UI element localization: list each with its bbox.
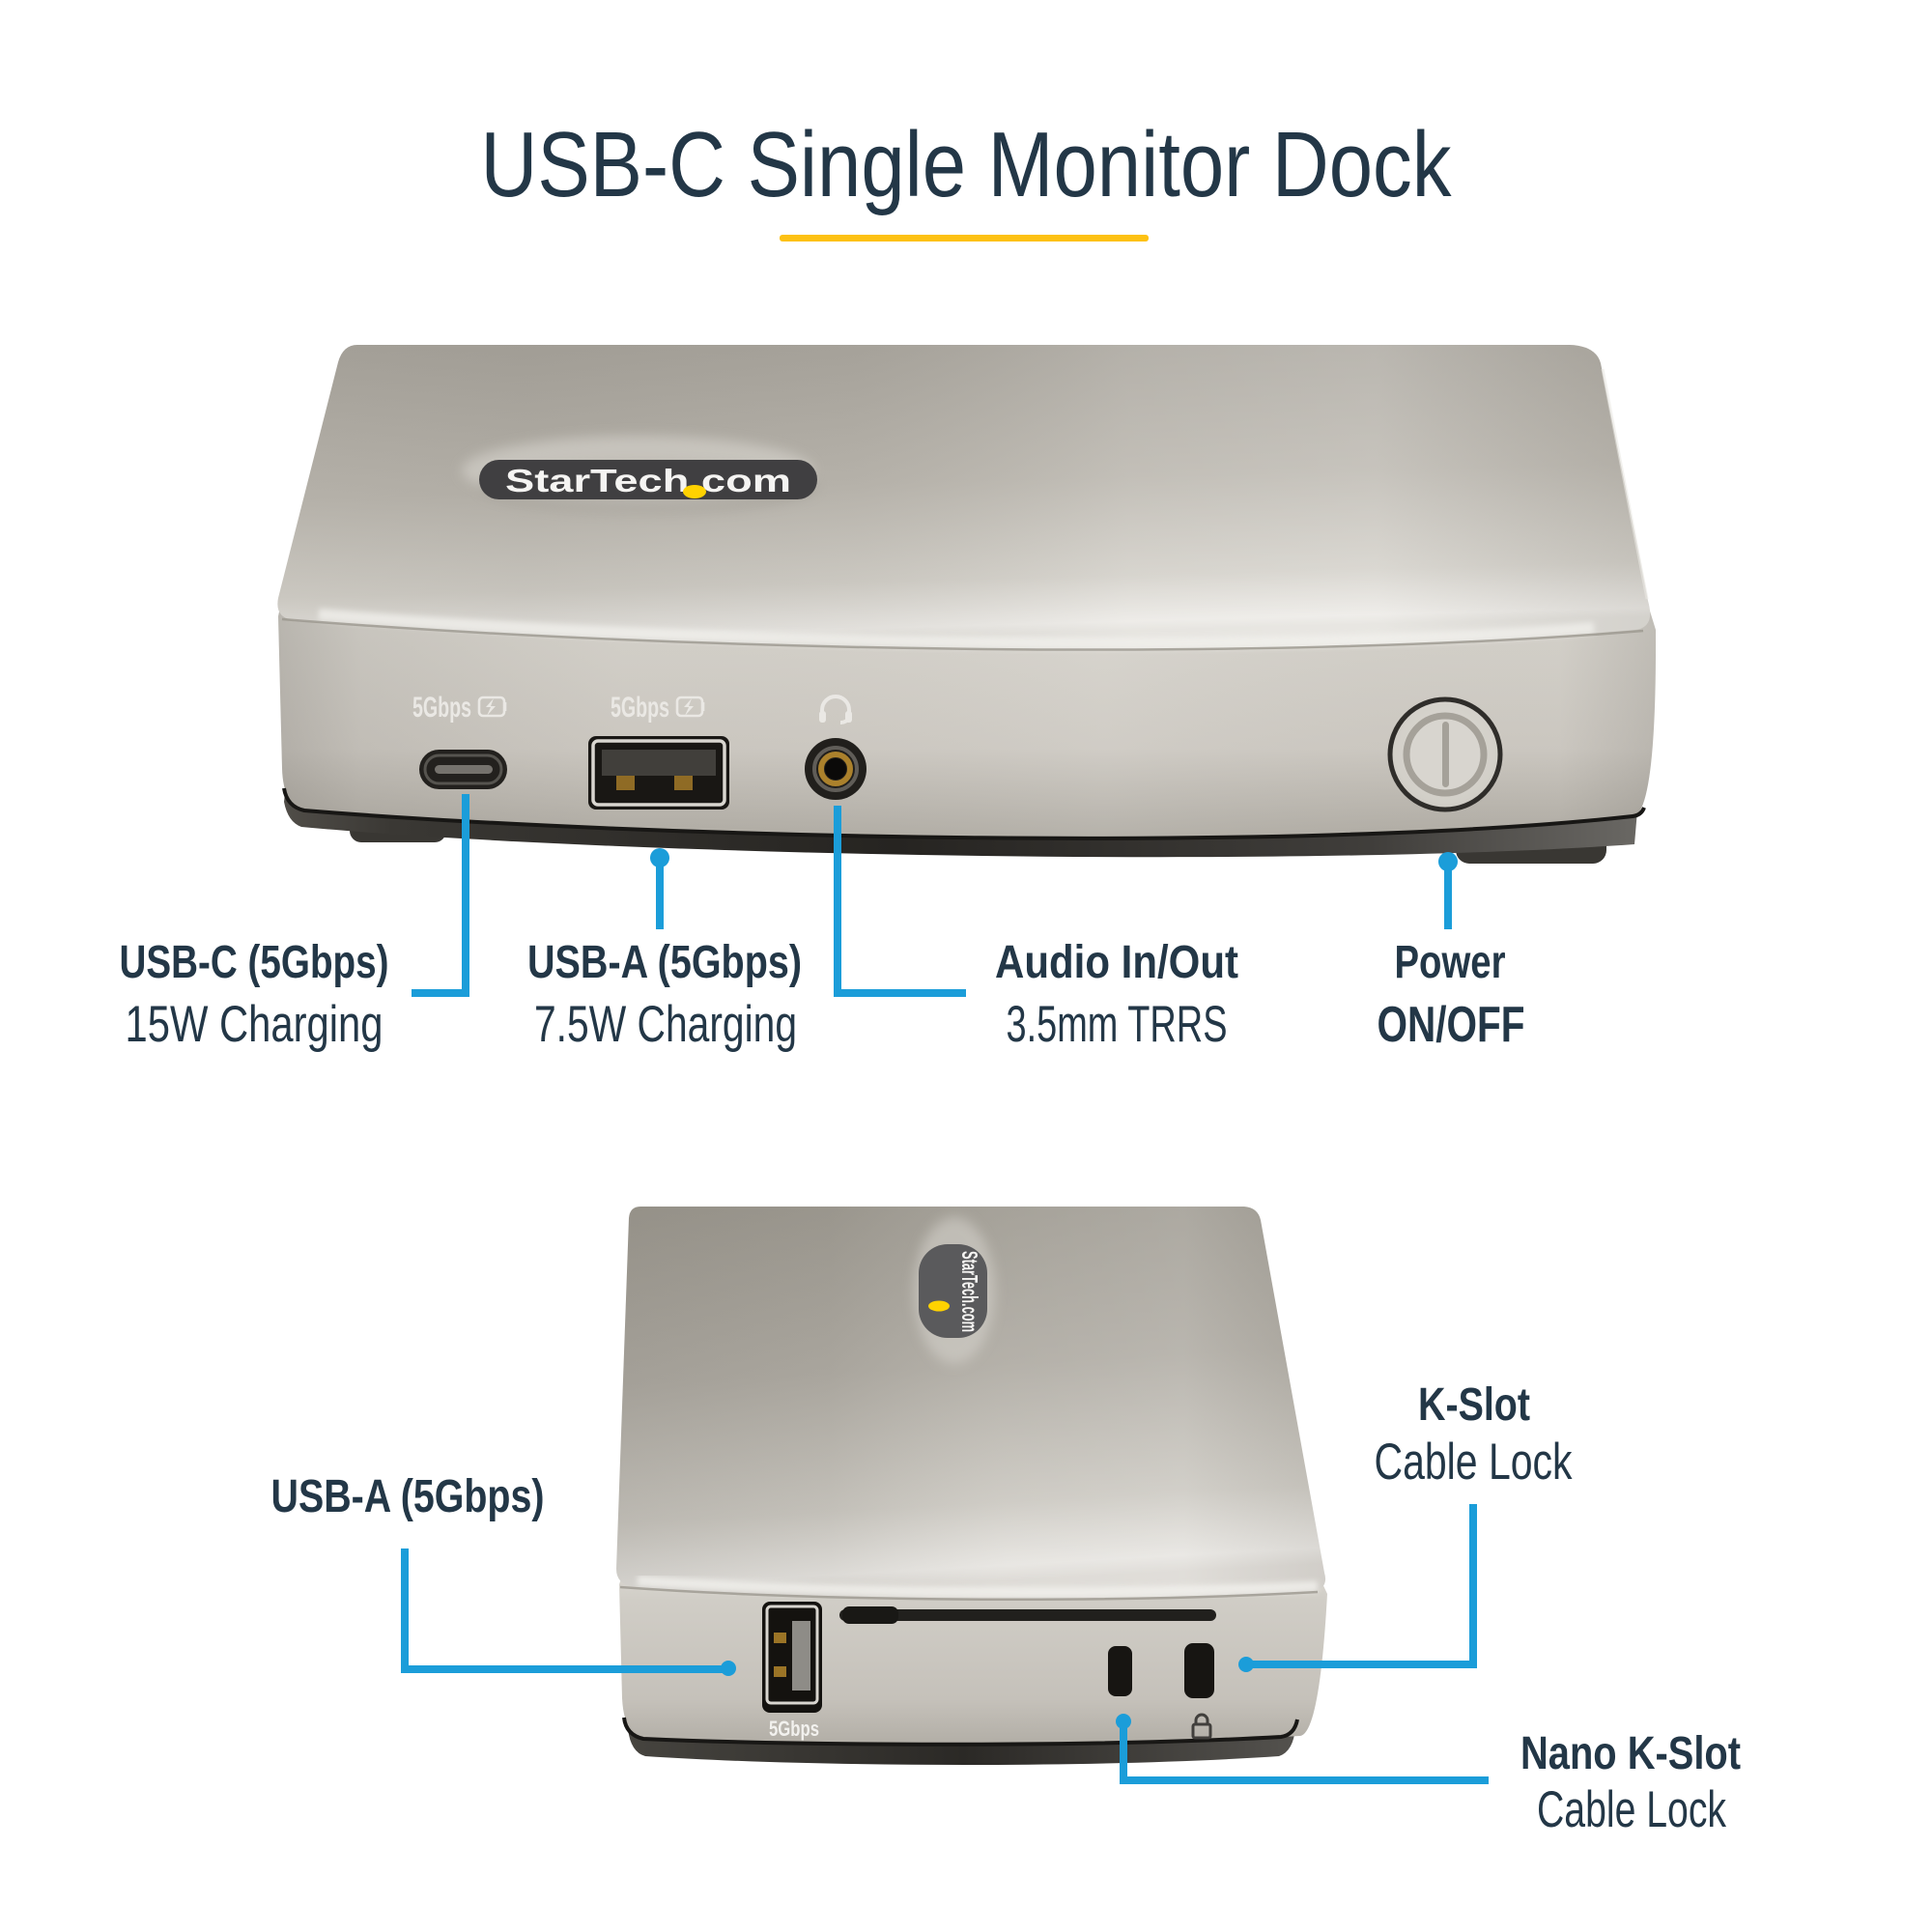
svg-text:Cable Lock: Cable Lock [1375, 1434, 1573, 1491]
svg-text:Nano K-Slot: Nano K-Slot [1520, 1728, 1741, 1779]
svg-text:USB-A (5Gbps): USB-A (5Gbps) [527, 937, 802, 988]
svg-text:5Gbps: 5Gbps [769, 1717, 819, 1741]
svg-text:7.5W Charging: 7.5W Charging [534, 996, 797, 1053]
svg-text:Audio In/Out: Audio In/Out [995, 937, 1238, 988]
svg-text:Power: Power [1395, 937, 1506, 988]
svg-text:USB-C Single Monitor Dock: USB-C Single Monitor Dock [481, 113, 1453, 216]
svg-text:15W Charging: 15W Charging [126, 996, 384, 1053]
svg-text:K-Slot: K-Slot [1418, 1379, 1530, 1431]
svg-text:5Gbps: 5Gbps [412, 692, 471, 724]
svg-text:StarTech.com: StarTech.com [505, 463, 791, 498]
svg-text:5Gbps: 5Gbps [611, 692, 669, 724]
svg-text:ON/OFF: ON/OFF [1378, 997, 1525, 1053]
svg-text:StarTech.com: StarTech.com [957, 1251, 982, 1332]
svg-text:Cable Lock: Cable Lock [1537, 1781, 1726, 1838]
svg-text:3.5mm TRRS: 3.5mm TRRS [1007, 996, 1228, 1053]
svg-text:USB-A (5Gbps): USB-A (5Gbps) [271, 1471, 545, 1522]
svg-text:USB-C (5Gbps): USB-C (5Gbps) [120, 937, 389, 988]
